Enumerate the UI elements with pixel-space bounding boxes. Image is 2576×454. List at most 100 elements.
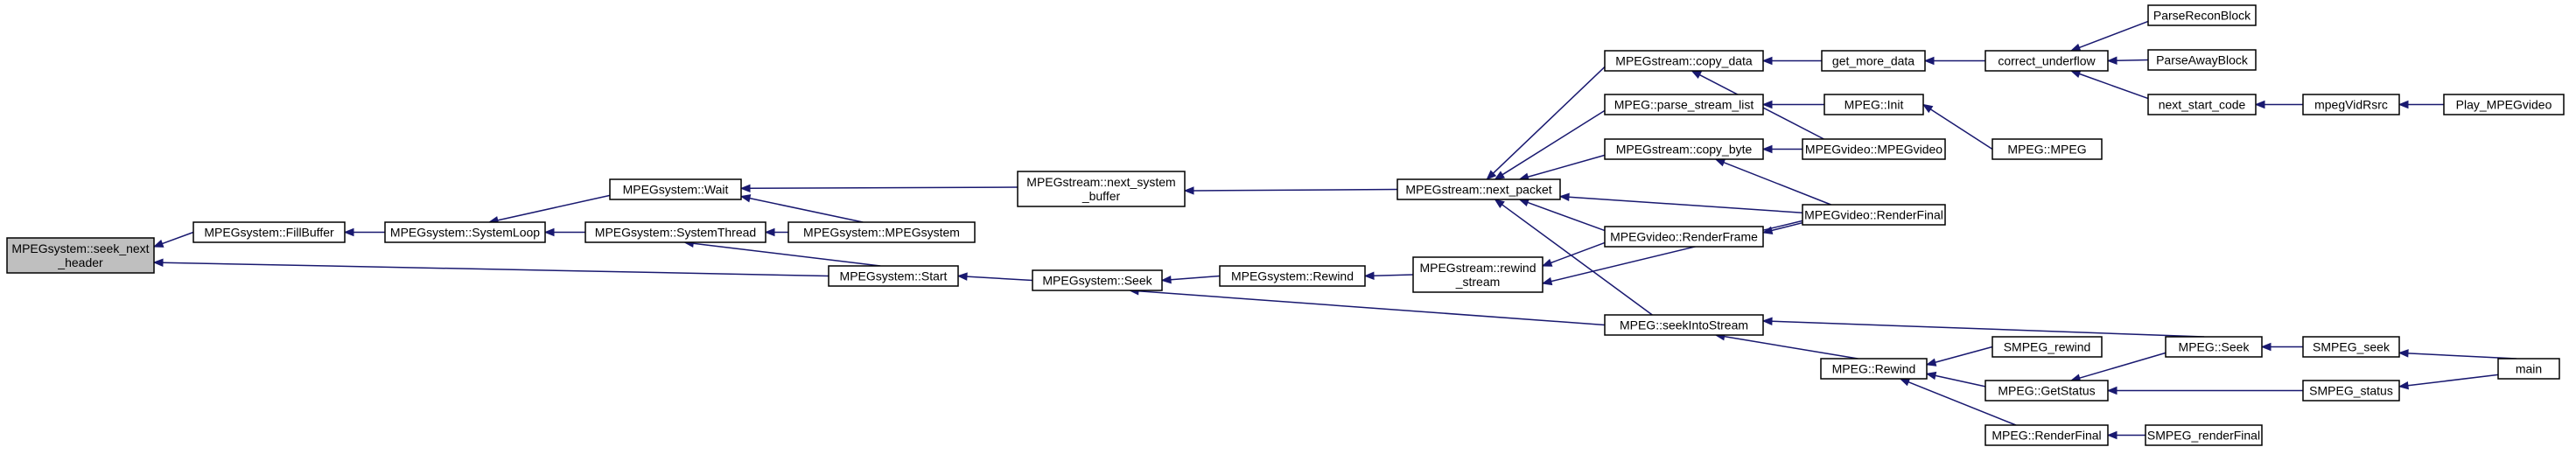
node-mpegvideo-ctor[interactable]: MPEGvideo::MPEGvideo	[1802, 138, 1946, 160]
node-label: MPEGstream::next_packet	[1405, 183, 1551, 197]
node-box	[1604, 138, 1764, 160]
node-box	[584, 221, 766, 243]
node-parseawayblock[interactable]: ParseAwayBlock	[2147, 49, 2257, 71]
node-smpeg-seek[interactable]: SMPEG_seek	[2302, 336, 2400, 358]
edge-arrowhead	[2398, 349, 2409, 358]
node-layer: MPEGsystem::seek_next_headerMPEGsystem::…	[6, 4, 2565, 446]
edge-RenderFrame-to-rewind_stream	[1541, 241, 1606, 267]
edge-SMPEG_rewind-to-MPEG_Rewind	[1925, 346, 1993, 367]
node-mpeg-renderfinal[interactable]: MPEG::RenderFinal	[1984, 424, 2109, 446]
node-label: MPEGsystem::Seek	[1042, 274, 1152, 288]
node-box	[1396, 178, 1561, 200]
edge-seekIntoStream-to-next_packet	[1494, 199, 1653, 316]
node-mpeg-mpeg[interactable]: MPEG::MPEG	[1992, 138, 2103, 160]
node-getstatus[interactable]: MPEG::GetStatus	[1984, 380, 2109, 402]
node-parse-stream-list[interactable]: MPEG::parse_stream_list	[1604, 94, 1764, 115]
edge-arrowhead	[1899, 378, 1911, 387]
edge-Sys_Rewind-to-Sys_Seek	[1160, 275, 1221, 284]
node-box	[1412, 256, 1544, 293]
edge-mpegVidRsrc-to-next_start_code	[2254, 100, 2303, 109]
edge-parse_stream_list-to-next_packet	[1494, 109, 1606, 180]
node-seekintostream[interactable]: MPEG::seekIntoStream	[1604, 314, 1764, 336]
edge-line	[1502, 109, 1606, 176]
node-label: get_more_data	[1832, 54, 1914, 68]
edge-line	[1502, 204, 1653, 316]
node-box	[1992, 138, 2103, 160]
node-renderframe[interactable]: MPEGvideo::RenderFrame	[1604, 226, 1764, 248]
node-label: MPEGsystem::SystemThread	[595, 226, 756, 240]
node-label: MPEGsystem::MPEGsystem	[803, 226, 960, 240]
node-sys-rewind[interactable]: MPEGsystem::Rewind	[1219, 265, 1366, 287]
edge-ParseReconBlock-to-correct_underflow	[2069, 20, 2149, 52]
node-label: Play_MPEGvideo	[2456, 98, 2552, 112]
node-parsereconblock[interactable]: ParseReconBlock	[2147, 4, 2257, 26]
edge-SMPEG_seek-to-MPEG_Seek	[2260, 342, 2303, 352]
edge-arrowhead	[1761, 56, 1773, 66]
node-video-renderfinal[interactable]: MPEGvideo::RenderFinal	[1802, 204, 1946, 226]
node-box	[1802, 204, 1946, 226]
edge-line	[2116, 59, 2149, 62]
node-copy-byte[interactable]: MPEGstream::copy_byte	[1604, 138, 1764, 160]
node-seek-next-header[interactable]: MPEGsystem::seek_next_header	[6, 237, 155, 274]
node-next-system-buffer[interactable]: MPEGstream::next_system_buffer	[1017, 171, 1186, 207]
edge-arrowhead	[1494, 171, 1506, 180]
node-next-packet[interactable]: MPEGstream::next_packet	[1396, 178, 1561, 200]
node-label: MPEGvideo::MPEGvideo	[1805, 143, 1942, 157]
edge-line	[1373, 274, 1414, 276]
edge-line	[2407, 353, 2517, 360]
edge-arrowhead	[1761, 144, 1773, 154]
edge-line	[1935, 346, 1993, 363]
edge-line	[966, 276, 1033, 282]
edge-arrowhead	[1363, 271, 1375, 280]
node-mpegsystem-ctor[interactable]: MPEGsystem::MPEGsystem	[788, 221, 976, 243]
node-rewind-stream[interactable]: MPEGstream::rewind_stream	[1412, 256, 1544, 293]
edge-layer	[152, 20, 2517, 440]
node-get-more-data[interactable]: get_more_data	[1821, 50, 1926, 72]
node-smpeg-status[interactable]: SMPEG_status	[2302, 380, 2400, 402]
edge-line	[162, 262, 830, 277]
node-mpeg-rewind[interactable]: MPEG::Rewind	[1820, 358, 1928, 380]
node-wait[interactable]: MPEGsystem::Wait	[609, 178, 742, 200]
edge-arrowhead	[2398, 381, 2409, 390]
node-mpeg-init[interactable]: MPEG::Init	[1824, 94, 1924, 115]
edge-arrowhead	[152, 258, 164, 267]
node-label: _buffer	[1082, 189, 1121, 203]
node-box	[6, 237, 155, 274]
node-box	[192, 221, 346, 243]
node-sys-seek[interactable]: MPEGsystem::Seek	[1032, 269, 1163, 291]
edge-arrowhead	[2106, 386, 2118, 395]
node-next-start-code[interactable]: next_start_code	[2147, 94, 2257, 115]
edge-line	[497, 194, 611, 221]
node-smpeg-rewind[interactable]: SMPEG_rewind	[1992, 336, 2103, 358]
node-mpegvidrsrc[interactable]: mpegVidRsrc	[2302, 94, 2400, 115]
node-play-mpegvideo[interactable]: Play_MPEGvideo	[2443, 94, 2565, 115]
edge-line	[2079, 73, 2149, 100]
node-main[interactable]: main	[2497, 358, 2560, 380]
edge-arrowhead	[2106, 56, 2118, 66]
edge-arrowhead	[1761, 317, 1773, 326]
edge-Video_RenderFinal-to-RenderFrame	[1761, 221, 1803, 234]
node-label: MPEGstream::copy_data	[1615, 54, 1753, 68]
edge-arrowhead	[764, 227, 775, 237]
edge-RenderFrame-to-next_packet	[1518, 199, 1606, 232]
edge-arrowhead	[343, 227, 354, 237]
edge-line	[2407, 374, 2499, 387]
node-box	[1820, 358, 1928, 380]
node-copy-data[interactable]: MPEGstream::copy_data	[1604, 50, 1764, 72]
node-fillbuffer[interactable]: MPEGsystem::FillBuffer	[192, 221, 346, 243]
node-label: main	[2516, 362, 2542, 376]
node-correct-underflow[interactable]: correct_underflow	[1984, 50, 2109, 72]
node-box	[384, 221, 546, 243]
edge-arrowhead	[1558, 192, 1570, 201]
node-label: MPEGsystem::Start	[840, 269, 948, 283]
node-systemthread[interactable]: MPEGsystem::SystemThread	[584, 221, 766, 243]
edge-Start-to-seek_next_header	[152, 258, 830, 277]
node-smpeg-renderfinal[interactable]: SMPEG_renderFinal	[2145, 424, 2263, 446]
node-mpeg-seek[interactable]: MPEG::Seek	[2165, 336, 2263, 358]
edge-SystemThread-to-SystemLoop	[543, 227, 585, 237]
edge-line	[1908, 381, 2017, 426]
edge-arrowhead	[1486, 170, 1497, 180]
node-start[interactable]: MPEGsystem::Start	[828, 265, 959, 287]
node-box	[2443, 94, 2565, 115]
node-systemloop[interactable]: MPEGsystem::SystemLoop	[384, 221, 546, 243]
